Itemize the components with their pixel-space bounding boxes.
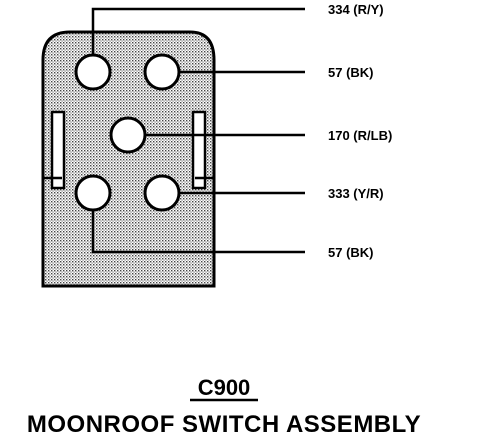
assembly-title: MOONROOF SWITCH ASSEMBLY [27,411,421,438]
pin-cavity-2 [143,53,181,91]
connector-id: C900 [198,375,251,400]
wire-label-2: 57 (BK) [328,65,374,80]
pin-cavity-5 [143,174,181,212]
leader-line-5 [91,210,305,254]
pin-cavity-1 [74,53,112,91]
leader-line-1 [91,7,305,55]
wire-label-3: 170 (R/LB) [328,128,392,143]
left-latch-tab [50,110,66,190]
wire-label-5: 57 (BK) [328,245,374,260]
wire-label-1: 334 (R/Y) [328,2,384,17]
pin-cavity-4 [74,174,112,212]
pin-cavity-3 [109,116,147,154]
right-latch-tab [191,110,207,190]
connector-housing [41,30,216,288]
wire-label-4: 333 (Y/R) [328,186,384,201]
